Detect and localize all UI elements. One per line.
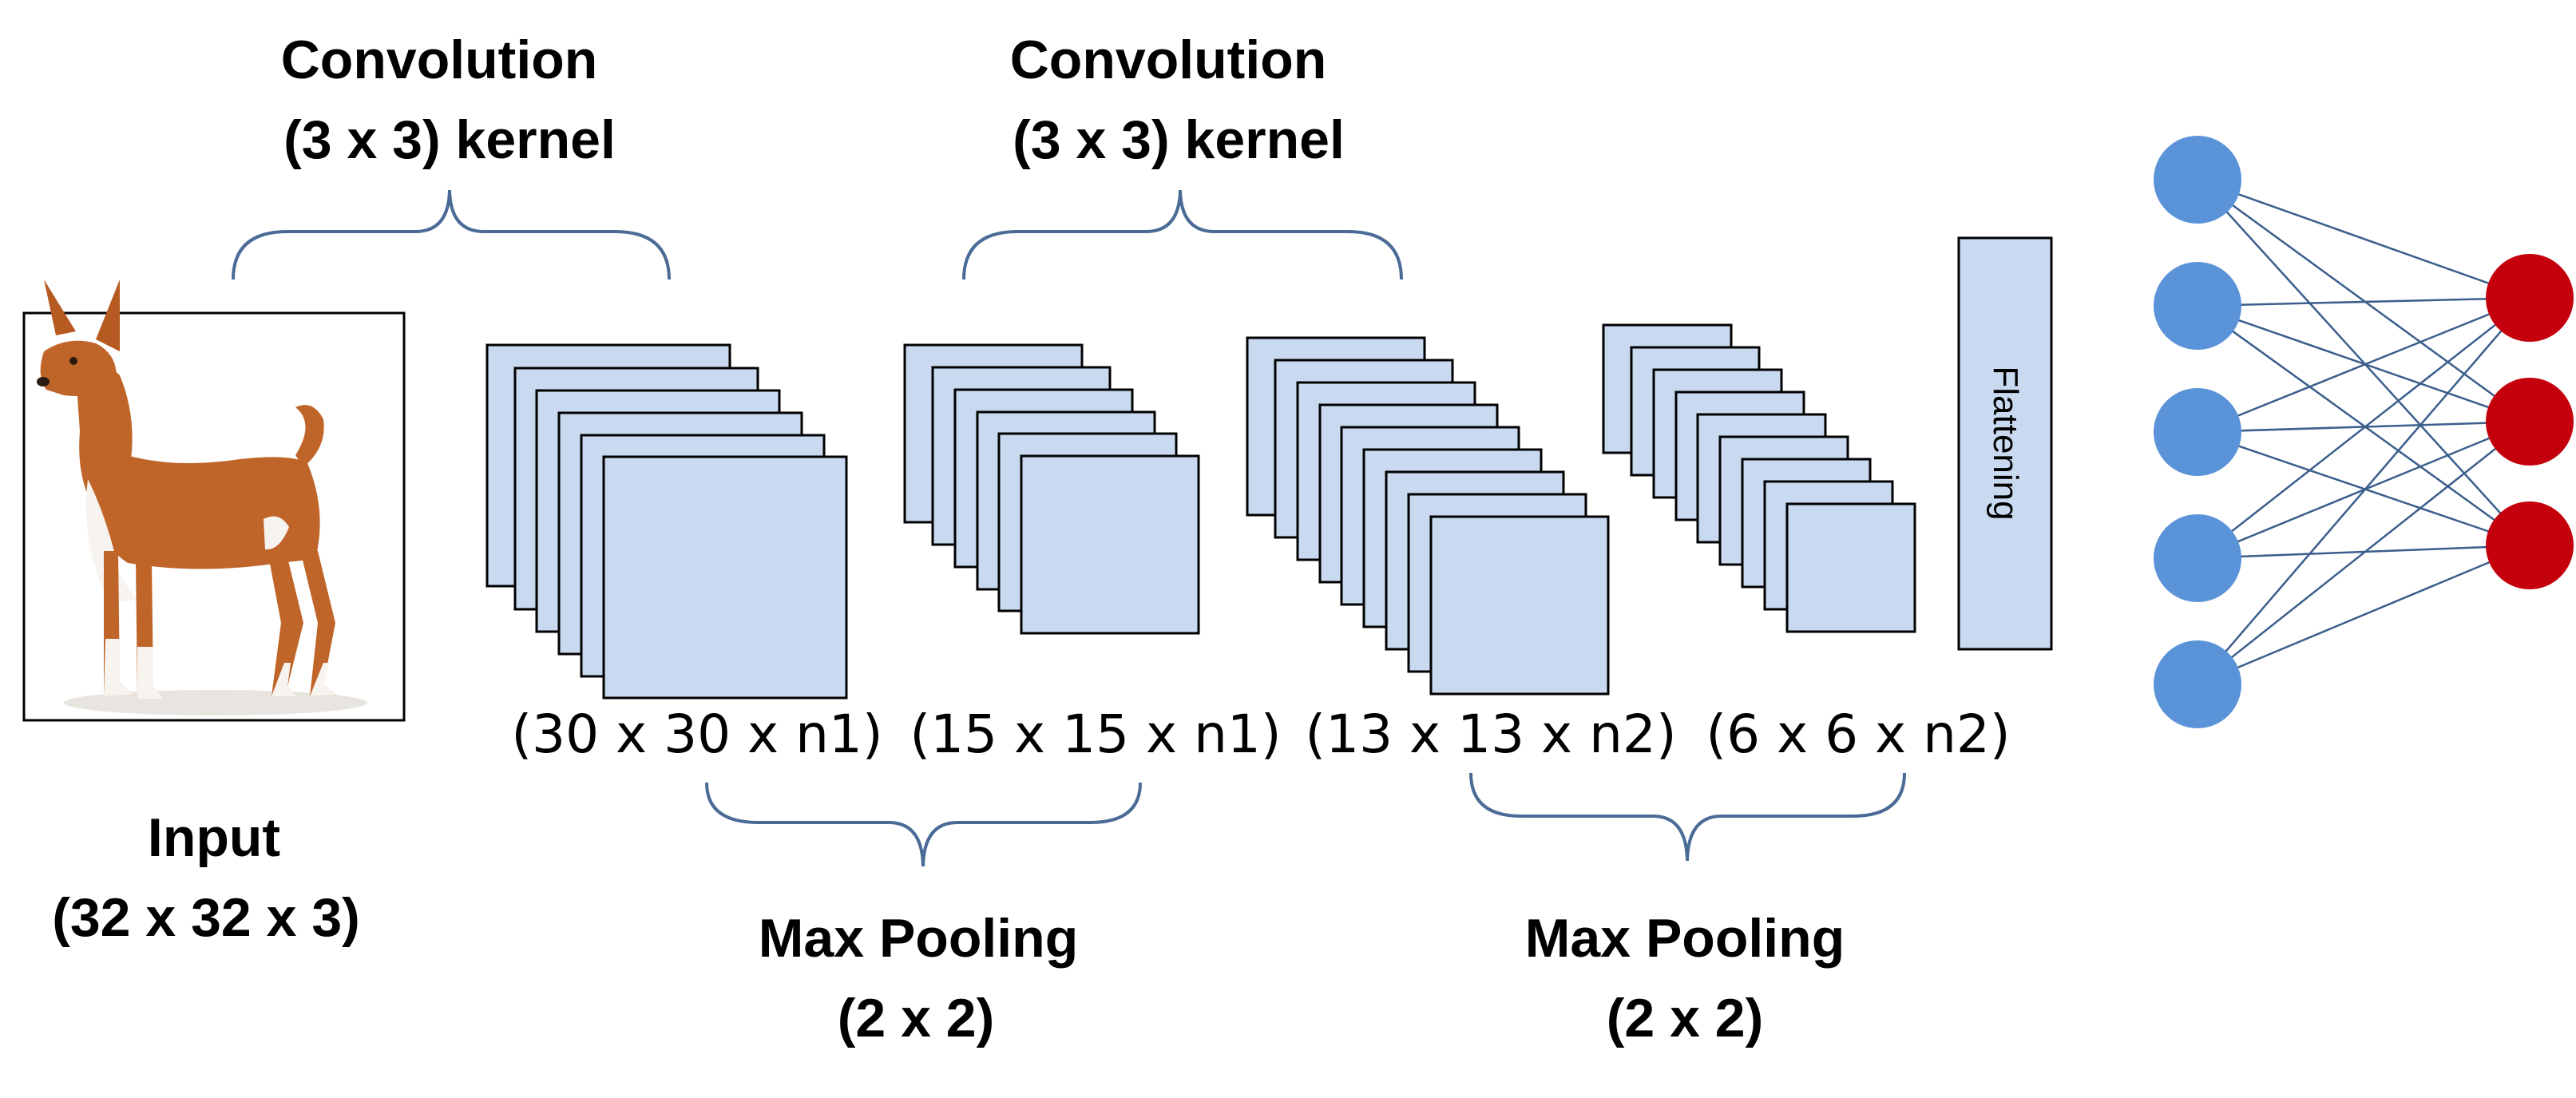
conv2-feature-maps [1246, 336, 1610, 696]
connection-5-1 [2197, 297, 2530, 685]
conv2-brace [962, 189, 1403, 280]
input-neuron-4 [2154, 514, 2241, 602]
output-neuron-3 [2486, 501, 2574, 589]
connection-1-1 [2197, 178, 2530, 299]
flatten-layer [1957, 236, 2053, 651]
connection-5-3 [2197, 544, 2530, 686]
conv1-kernel: (3 x 3) kernel [283, 109, 616, 170]
input-neuron-2 [2154, 262, 2241, 350]
connection-2-2 [2197, 304, 2530, 423]
input-neuron-3 [2154, 388, 2241, 476]
input-title: Input [148, 807, 280, 868]
output-neuron-2 [2486, 378, 2574, 466]
fc-connections [2197, 178, 2530, 686]
connection-2-3 [2197, 304, 2530, 547]
fc-network [2154, 136, 2574, 728]
pool1-feature-maps [903, 343, 1200, 635]
pool2-title: Max Pooling [1525, 908, 1845, 969]
flatten-label: Flattening [1986, 366, 2025, 520]
pool2-feature-maps [1602, 323, 1916, 633]
input-dimensions: (32 x 32 x 3) [52, 887, 360, 948]
pool2-dimensions: (6 x 6 x n2) [1706, 704, 2010, 765]
conv2-dimensions: (13 x 13 x n2) [1305, 704, 1676, 765]
dog-photo-icon [37, 279, 367, 715]
conv2-title: Convolution [1010, 30, 1327, 90]
pool1-brace [705, 782, 1142, 867]
input-neuron-1 [2154, 136, 2241, 224]
pool1-title: Max Pooling [759, 908, 1078, 969]
conv1-feature-maps [485, 343, 848, 700]
pool1-dimensions: (15 x 15 x n1) [910, 704, 1281, 765]
connection-5-2 [2197, 421, 2530, 685]
conv1-dimensions: (30 x 30 x n1) [511, 704, 882, 765]
connection-3-3 [2197, 430, 2530, 547]
connection-1-2 [2197, 178, 2530, 423]
pool1-size: (2 x 2) [838, 988, 995, 1048]
conv2-kernel: (3 x 3) kernel [1013, 109, 1345, 170]
connection-3-1 [2197, 296, 2530, 434]
conv1-title: Convolution [281, 30, 598, 90]
pool2-brace [1469, 772, 1906, 862]
input-neuron-5 [2154, 640, 2241, 728]
output-neuron-1 [2486, 254, 2574, 342]
connection-1-3 [2197, 179, 2530, 546]
conv1-brace [232, 189, 671, 280]
connection-2-1 [2197, 296, 2530, 307]
connection-4-1 [2197, 297, 2530, 559]
pool2-size: (2 x 2) [1607, 988, 1764, 1048]
